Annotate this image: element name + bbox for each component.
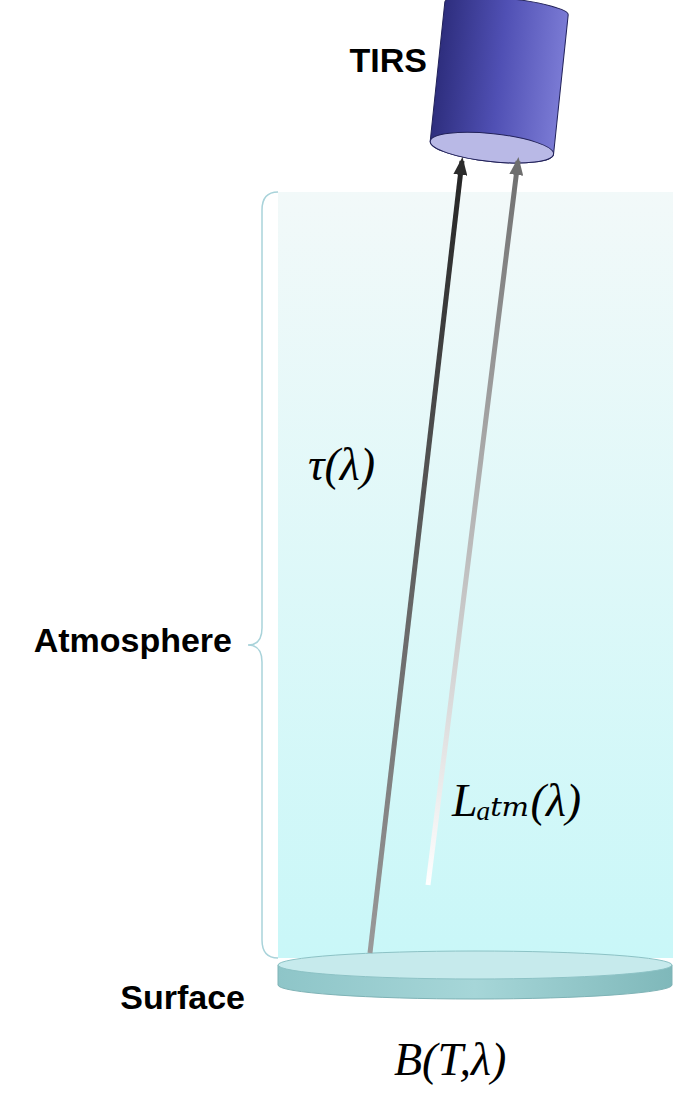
sensor-cylinder: [429, 0, 569, 168]
planck-formula: B(T,λ): [394, 1035, 506, 1086]
bracket: [248, 192, 278, 958]
edge-label: τ(λ): [308, 440, 375, 491]
atmosphere-band: [278, 192, 673, 958]
surface-disc: [278, 951, 672, 999]
atmosphere-node: Atmosphere: [278, 192, 673, 958]
radiance-arrow: [370, 161, 462, 953]
surface-label: Surface: [120, 979, 245, 1016]
radiance-arrow: [428, 161, 518, 885]
edge-label: Lₐₜₘ(λ): [452, 776, 581, 827]
surface-node: SurfaceB(T,λ): [278, 951, 673, 1001]
sensor-node: TIRS: [435, 0, 565, 165]
layer-label: Atmosphere: [34, 622, 232, 659]
sensor-label: TIRS: [350, 42, 427, 79]
